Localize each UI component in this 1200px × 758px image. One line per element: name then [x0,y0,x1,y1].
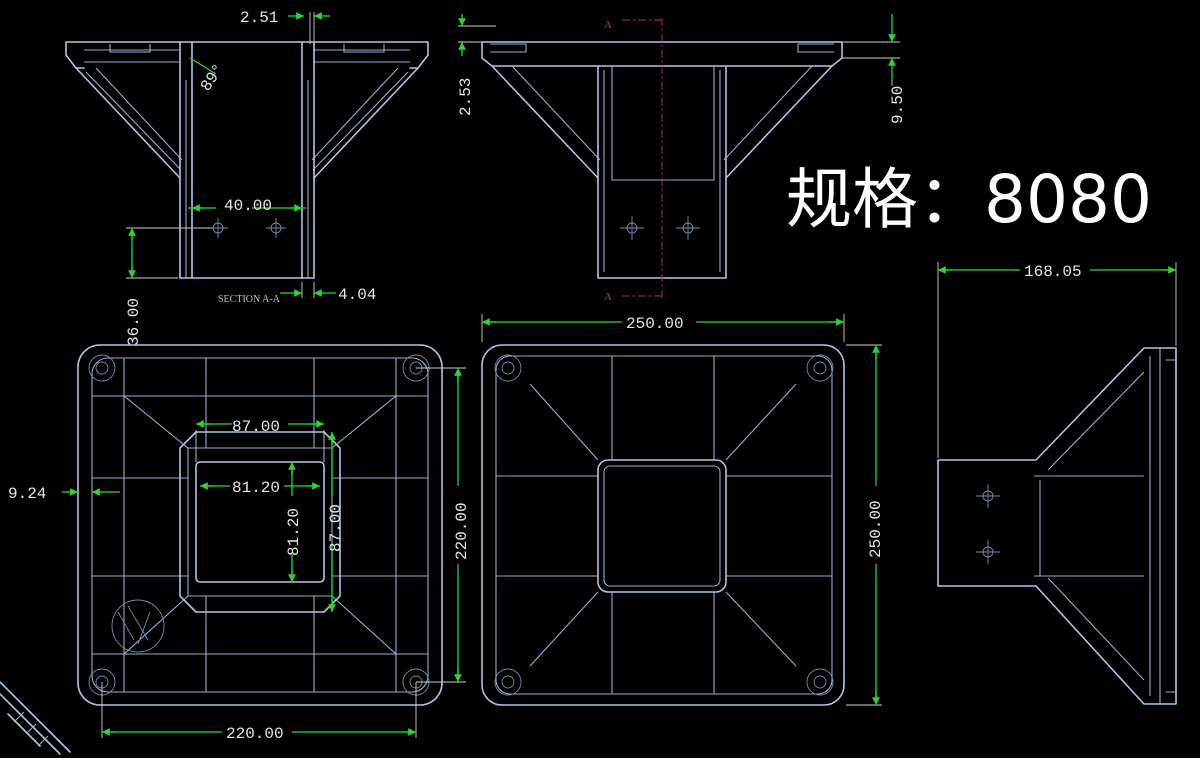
dim-168-05: 168.05 [1024,263,1082,281]
dim-4-04: 4.04 [338,286,376,304]
section-view [65,41,429,279]
section-marker-bottom: A [604,291,612,303]
dim-36-00: 36.00 [125,298,143,346]
dim-220-00-v: 220.00 [453,502,471,560]
front-dimensions: 2.53 9.50 [457,14,907,124]
section-label: SECTION A-A [218,294,281,305]
dim-2-53: 2.53 [457,78,475,116]
bottom-view [77,344,443,706]
dim-40-00: 40.00 [224,197,272,215]
bottom-dimensions: 87.00 81.20 81.20 87.00 9.24 220.00 220.… [8,367,471,743]
spec-label: 规格：8080 [786,161,1152,238]
top-dimensions: 250.00 250.00 [481,314,885,706]
section-dimensions: 2.51 40.00 4.04 36.00 89° SECTION A-A [125,9,376,346]
dim-81-20-h: 81.20 [232,479,280,497]
dim-9-24: 9.24 [8,485,46,503]
dim-220-00-h: 220.00 [226,725,284,743]
dim-81-20-v: 81.20 [285,508,303,556]
dim-87-00-v: 87.00 [327,504,345,552]
dim-87-00-h: 87.00 [232,418,280,436]
side-view [937,347,1177,705]
dim-9-50: 9.50 [889,86,907,124]
logo-icon [111,599,165,653]
dim-2-51: 2.51 [240,9,278,27]
front-view: A A [481,18,843,303]
dim-250-00-side: 250.00 [867,500,885,558]
top-view [481,344,845,706]
partial-part [0,681,71,755]
dim-250-00-top: 250.00 [626,315,684,333]
section-marker-top: A [604,19,612,31]
side-dimensions: 168.05 [937,262,1177,458]
